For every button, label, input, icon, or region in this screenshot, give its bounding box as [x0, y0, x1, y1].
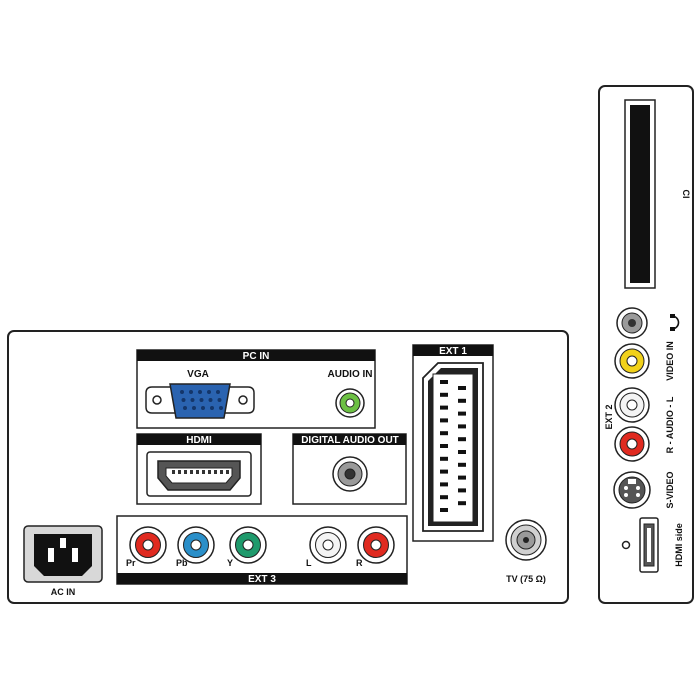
vga-pin	[190, 398, 195, 402]
ext3-label: Y	[227, 558, 233, 568]
scart-pin	[440, 456, 448, 461]
vga-port[interactable]	[145, 383, 255, 419]
vga-pin	[219, 406, 223, 410]
ext3-audio-r-port[interactable]	[357, 526, 395, 564]
svideo-port[interactable]	[613, 471, 651, 509]
digital-audio-header: DIGITAL AUDIO OUT	[301, 435, 399, 446]
vga-pin	[189, 390, 193, 394]
ext3-label: R	[356, 558, 363, 568]
ext3-pr-port[interactable]	[129, 526, 167, 564]
vga-pin	[208, 398, 213, 402]
ext3-section: EXT 3 Pr Pb Y L R	[116, 515, 408, 585]
ext3-pb-port[interactable]	[177, 526, 215, 564]
scart-pin	[440, 380, 448, 384]
ext1-header: EXT 1	[439, 346, 467, 357]
headphone-port[interactable]	[616, 307, 648, 339]
hdmi-side-indicator-icon	[621, 540, 631, 550]
vga-pin	[201, 406, 205, 410]
scart-pin	[458, 462, 466, 467]
vga-pin	[192, 406, 196, 410]
digital-audio-port[interactable]	[332, 456, 368, 492]
hdmi-section: HDMI	[136, 433, 262, 505]
ci-slot[interactable]	[624, 99, 656, 289]
tv-antenna-port[interactable]	[505, 519, 547, 561]
ext3-label: L	[306, 558, 312, 568]
hdmi-pin	[214, 470, 217, 474]
ext3-y-port[interactable]	[229, 526, 267, 564]
hdmi-pin	[178, 470, 181, 474]
scart-pin	[440, 482, 448, 487]
scart-pin	[440, 392, 448, 397]
scart-pin	[458, 437, 466, 442]
svideo-label: S-VIDEO	[665, 471, 675, 508]
pc-in-header: PC IN	[243, 351, 270, 362]
scart-pin	[440, 405, 448, 410]
ext1-section: EXT 1	[412, 344, 494, 542]
scart-pin	[458, 411, 466, 416]
scart-pin	[458, 488, 466, 493]
scart-pin	[458, 501, 466, 506]
scart-pin	[458, 475, 466, 480]
scart-pin	[440, 418, 448, 423]
vga-pin	[207, 390, 211, 394]
ext3-label: Pr	[126, 558, 136, 568]
hdmi-pin	[172, 470, 175, 474]
pc-in-section: PC IN VGA AUDIO IN	[136, 349, 376, 429]
vga-pin	[198, 390, 202, 394]
headphone-icon	[670, 314, 680, 331]
vga-pin	[180, 390, 184, 394]
hdmi-side-port[interactable]	[639, 517, 659, 573]
audio-in-label: AUDIO IN	[328, 369, 373, 380]
scart-pin	[458, 398, 466, 403]
hdmi-pin	[220, 470, 223, 474]
hdmi-pin	[208, 470, 211, 474]
vga-pin	[181, 398, 186, 402]
scart-pin	[440, 431, 448, 436]
vga-pin	[217, 398, 222, 402]
scart-pin	[440, 495, 448, 500]
audio-label: R - AUDIO - L	[665, 396, 675, 453]
scart-pin	[458, 424, 466, 429]
ac-in-section: AC IN	[23, 525, 103, 597]
ext2-label: EXT 2	[604, 404, 614, 429]
video-in-port[interactable]	[614, 343, 650, 379]
scart-pin	[440, 508, 448, 512]
scart-pin	[440, 444, 448, 448]
hdmi-pin	[184, 470, 187, 474]
tv-label: TV (75 Ω)	[506, 574, 546, 584]
audio-in-port[interactable]	[335, 388, 365, 418]
vga-pin	[199, 398, 204, 402]
hdmi-pin	[190, 470, 193, 474]
scart-pin	[458, 450, 466, 454]
scart-pin	[440, 469, 448, 474]
vga-pin	[183, 406, 187, 410]
digital-audio-section: DIGITAL AUDIO OUT	[292, 433, 407, 505]
vga-pin	[216, 390, 220, 394]
audio-l-port[interactable]	[614, 387, 650, 423]
hdmi-pin	[226, 470, 229, 474]
audio-r-port[interactable]	[614, 426, 650, 462]
side-panel	[598, 85, 694, 604]
ac-in-port[interactable]	[23, 525, 103, 583]
ext3-header: EXT 3	[248, 574, 276, 585]
vga-pin	[210, 406, 214, 410]
hdmi-header: HDMI	[186, 435, 212, 446]
hdmi-port[interactable]	[146, 451, 252, 497]
video-in-label: VIDEO IN	[665, 341, 675, 381]
ext3-label: Pb	[176, 558, 188, 568]
ci-label: CI	[681, 190, 691, 199]
scart-port[interactable]	[422, 362, 484, 532]
tv-section: TV (75 Ω)	[505, 519, 547, 584]
ext3-audio-l-port[interactable]	[309, 526, 347, 564]
hdmi-pin	[196, 470, 199, 474]
scart-pin	[458, 386, 466, 390]
hdmi-pin	[202, 470, 205, 474]
ac-in-label: AC IN	[51, 587, 76, 597]
vga-label: VGA	[187, 369, 209, 380]
hdmi-side-label: HDMI side	[674, 523, 684, 567]
